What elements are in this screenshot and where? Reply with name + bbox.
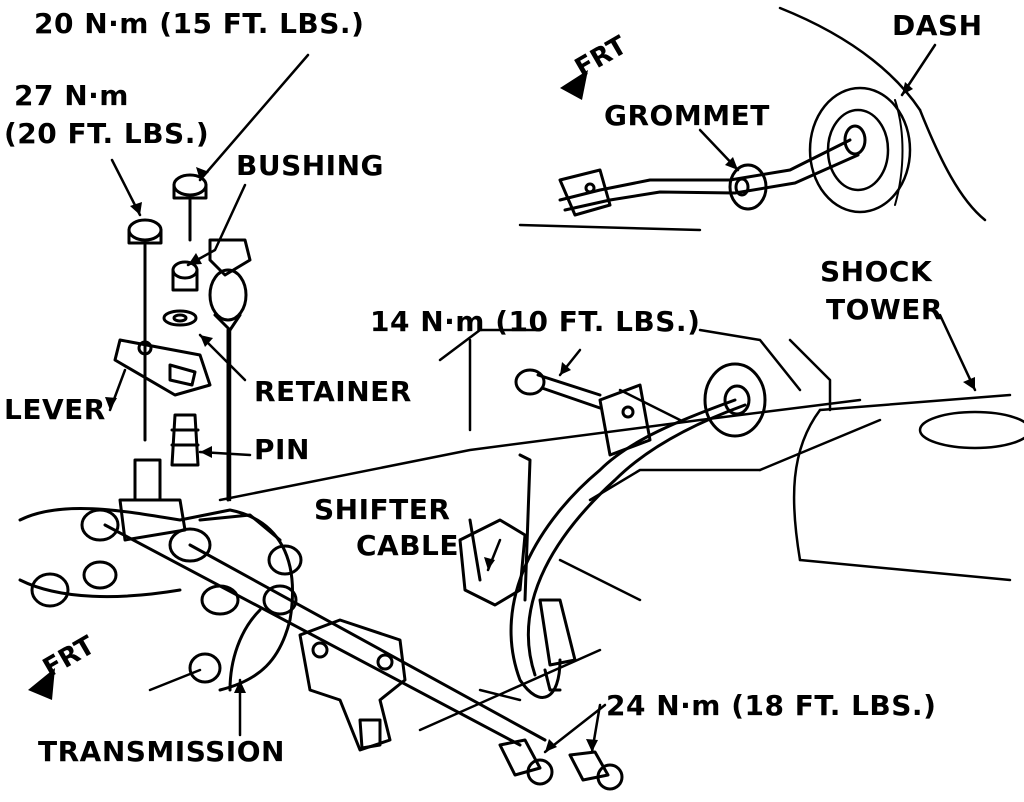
label-torque-14nm: 14 N·m (10 FT. LBS.)	[370, 305, 701, 338]
label-retainer: RETAINER	[254, 375, 412, 408]
shifter-cable-line	[509, 362, 767, 699]
shifter-bracket	[458, 453, 532, 607]
label-shock: SHOCK	[820, 255, 933, 288]
label-transmission: TRANSMISSION	[38, 735, 285, 768]
lever-stack	[113, 173, 252, 502]
label-bushing: BUSHING	[236, 149, 385, 182]
bolt-14nm	[514, 368, 602, 410]
label-torque-27nm-ftlbs: (20 FT. LBS.)	[4, 117, 210, 150]
label-pin: PIN	[254, 433, 310, 466]
leader-arrowheads	[105, 82, 975, 752]
label-shifter: SHIFTER	[314, 493, 451, 526]
label-torque-27nm: 27 N·m	[14, 79, 129, 112]
label-grommet: GROMMET	[604, 99, 770, 132]
lower-bracket	[298, 618, 407, 752]
grommet-assembly	[558, 124, 867, 217]
shock-tower-shape	[792, 393, 1024, 582]
label-tower: TOWER	[826, 293, 943, 326]
label-cable: CABLE	[356, 529, 460, 562]
body-panel-lines	[148, 328, 882, 732]
frt-arrow-shapes	[28, 70, 588, 700]
transmission-shape	[18, 458, 547, 747]
label-torque-24nm: 24 N·m (18 FT. LBS.)	[606, 689, 937, 722]
label-dash: DASH	[892, 9, 983, 42]
bolts-24nm	[498, 738, 624, 791]
label-torque-20nm: 20 N·m (15 FT. LBS.)	[34, 7, 365, 40]
label-lever: LEVER	[4, 393, 106, 426]
